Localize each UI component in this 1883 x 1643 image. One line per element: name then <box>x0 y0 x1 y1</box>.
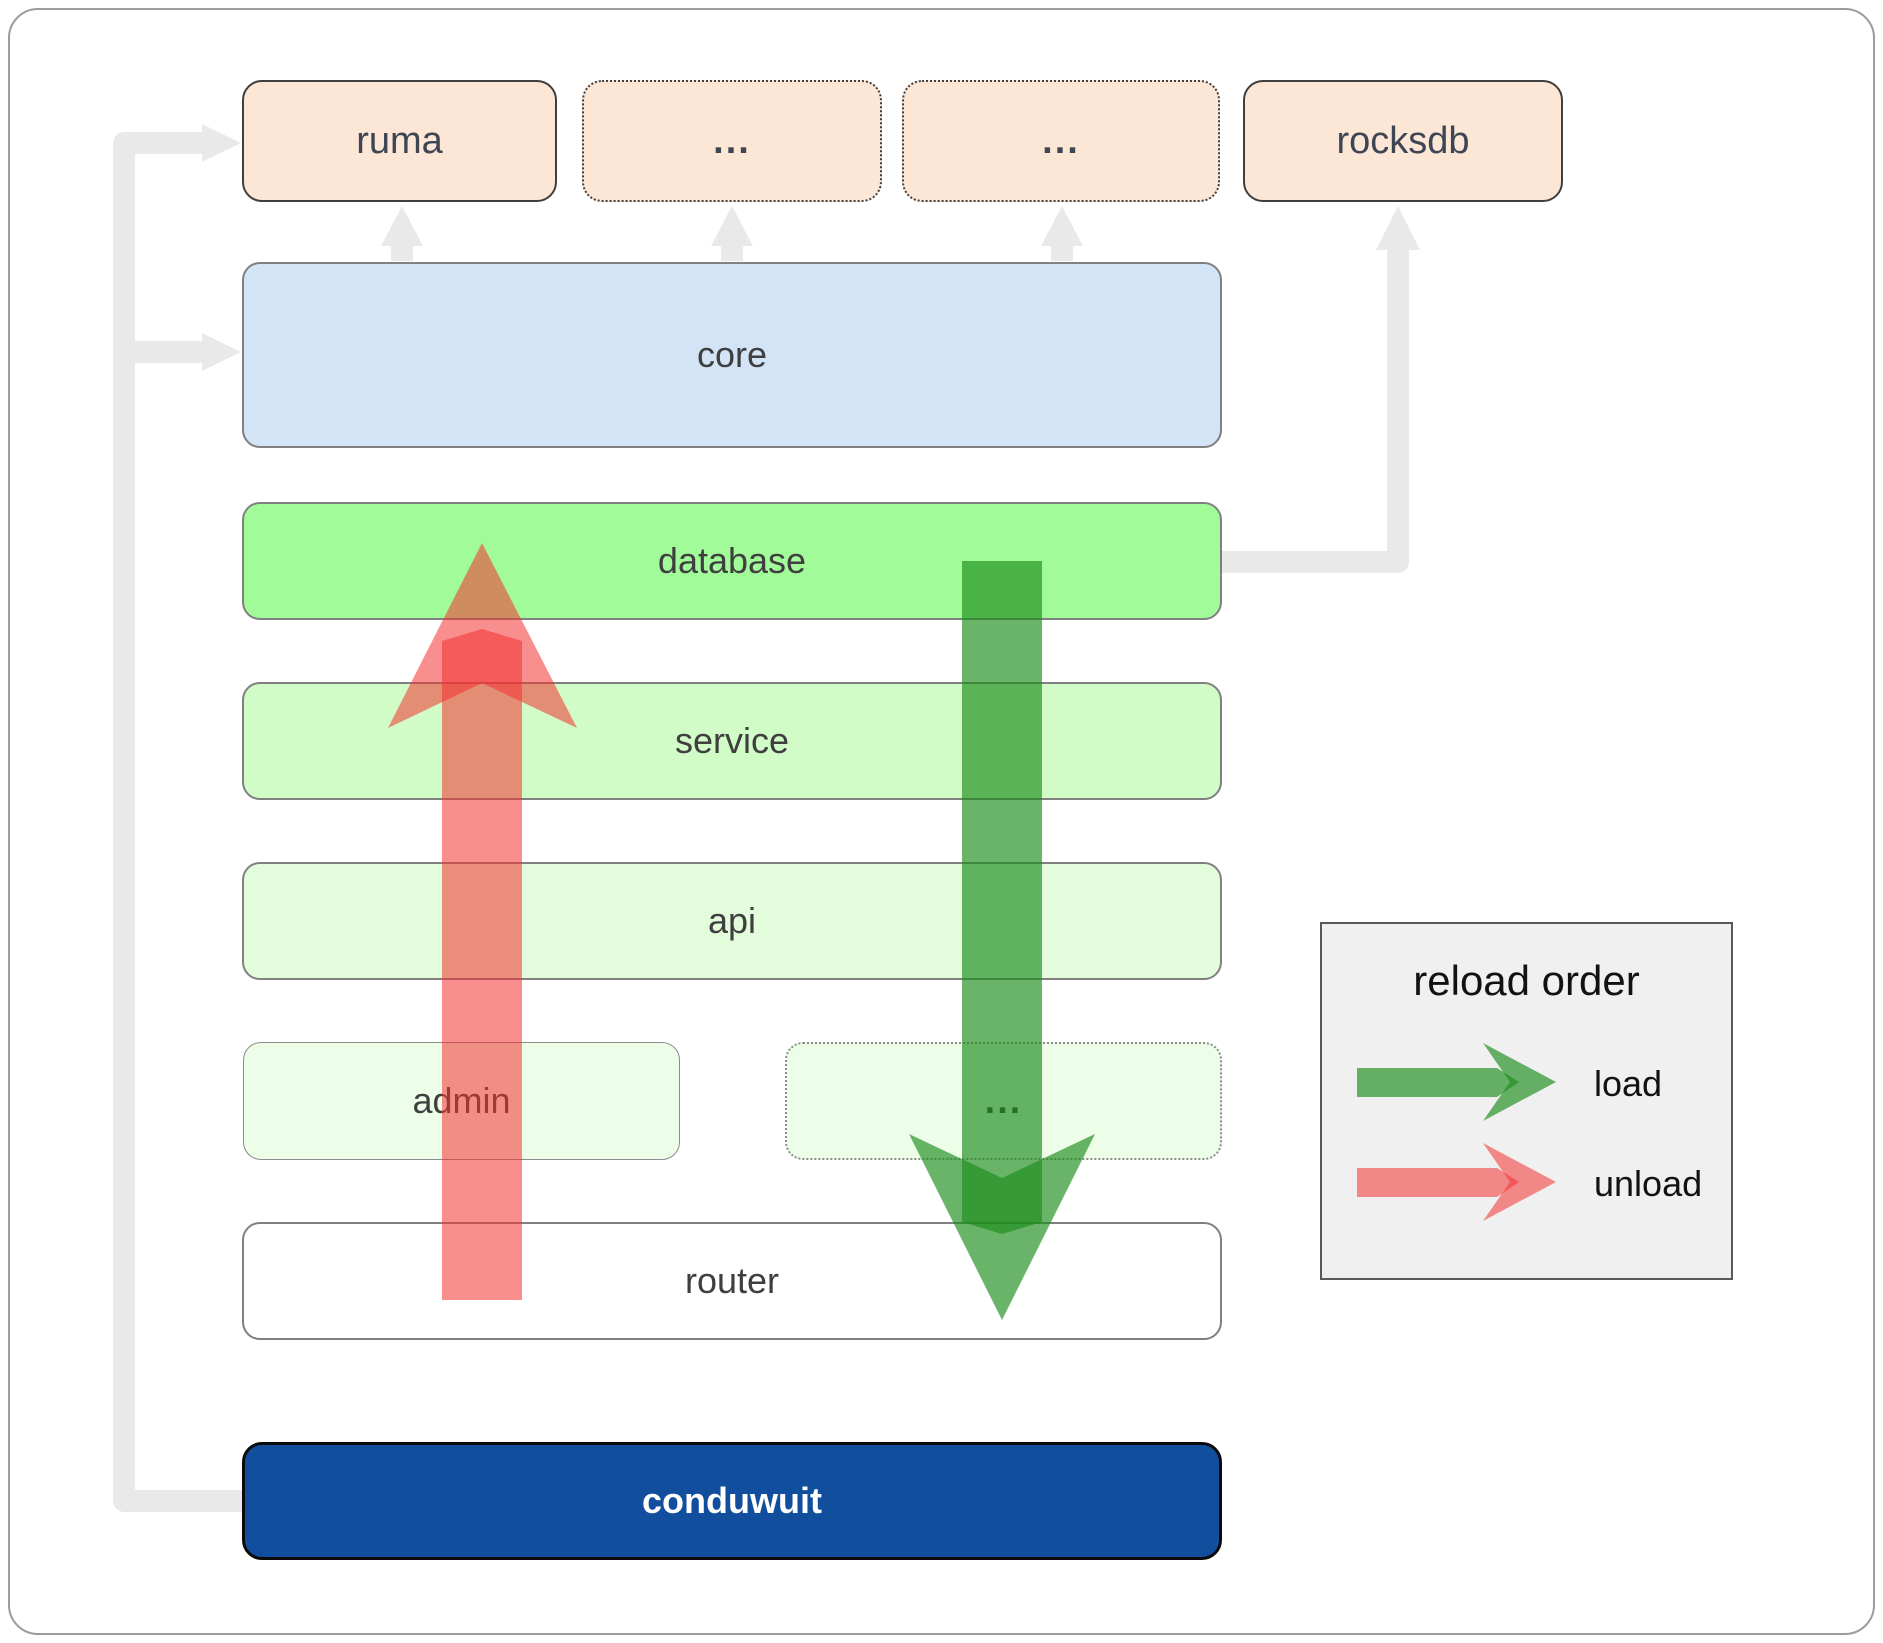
box-ellipsis-1: ... <box>582 80 882 202</box>
box-admin: admin <box>243 1042 680 1160</box>
box-core: core <box>242 262 1222 448</box>
box-ellipsis-2: ... <box>902 80 1220 202</box>
box-conduwuit: conduwuit <box>242 1442 1222 1560</box>
box-api: api <box>242 862 1222 980</box>
box-database: database <box>242 502 1222 620</box>
outer-frame <box>8 8 1875 1635</box>
box-router: router <box>242 1222 1222 1340</box>
legend-load-label: load <box>1594 1063 1663 1104</box>
box-ellipsis-3: ... <box>785 1042 1222 1160</box>
box-ruma: ruma <box>242 80 557 202</box>
legend-panel: reload order load unload <box>1320 922 1733 1280</box>
box-service: service <box>242 682 1222 800</box>
box-rocksdb: rocksdb <box>1243 80 1563 202</box>
legend-title: reload order <box>1413 957 1640 1004</box>
legend-unload-label: unload <box>1594 1163 1703 1204</box>
